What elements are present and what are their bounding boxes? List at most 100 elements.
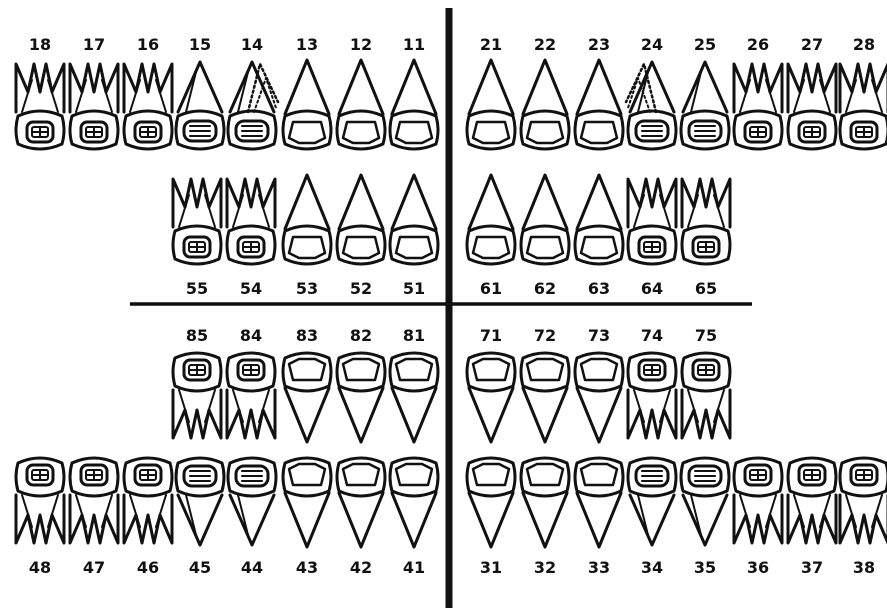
tooth-number-label: 74 (641, 326, 663, 345)
tooth-number-label: 15 (189, 35, 211, 54)
tooth-21[interactable] (467, 60, 515, 149)
tooth-number-label: 33 (588, 558, 610, 577)
tooth-number-label: 52 (350, 279, 372, 298)
tooth-12[interactable] (337, 60, 385, 149)
tooth-51[interactable] (390, 175, 438, 264)
tooth-17[interactable] (70, 64, 118, 149)
tooth-64[interactable] (628, 179, 676, 264)
tooth-28[interactable] (840, 64, 887, 149)
tooth-52[interactable] (337, 175, 385, 264)
tooth-71[interactable] (467, 353, 515, 442)
tooth-number-label: 81 (403, 326, 425, 345)
tooth-number-label: 65 (695, 279, 717, 298)
tooth-number-label: 61 (480, 279, 502, 298)
tooth-14[interactable] (228, 62, 278, 149)
tooth-45[interactable] (176, 458, 224, 545)
tooth-47[interactable] (70, 458, 118, 543)
tooth-18[interactable] (16, 64, 64, 149)
tooth-81[interactable] (390, 353, 438, 442)
tooth-number-label: 16 (137, 35, 159, 54)
tooth-44[interactable] (228, 458, 276, 545)
tooth-number-label: 21 (480, 35, 502, 54)
tooth-number-label: 75 (695, 326, 717, 345)
tooth-62[interactable] (521, 175, 569, 264)
tooth-41[interactable] (390, 458, 438, 547)
tooth-82[interactable] (337, 353, 385, 442)
tooth-25[interactable] (681, 62, 729, 149)
tooth-number-label: 35 (694, 558, 716, 577)
tooth-75[interactable] (682, 353, 730, 438)
tooth-55[interactable] (173, 179, 221, 264)
tooth-53[interactable] (283, 175, 331, 264)
tooth-42[interactable] (337, 458, 385, 547)
tooth-number-label: 36 (747, 558, 769, 577)
tooth-11[interactable] (390, 60, 438, 149)
tooth-22[interactable] (521, 60, 569, 149)
tooth-36[interactable] (734, 458, 782, 543)
tooth-number-label: 42 (350, 558, 372, 577)
tooth-number-label: 18 (29, 35, 51, 54)
tooth-number-label: 72 (534, 326, 556, 345)
tooth-number-label: 38 (853, 558, 875, 577)
tooth-37[interactable] (788, 458, 836, 543)
tooth-34[interactable] (628, 458, 676, 545)
tooth-number-label: 71 (480, 326, 502, 345)
tooth-33[interactable] (575, 458, 623, 547)
tooth-number-label: 43 (296, 558, 318, 577)
tooth-number-label: 62 (534, 279, 556, 298)
tooth-32[interactable] (521, 458, 569, 547)
tooth-number-label: 31 (480, 558, 502, 577)
tooth-number-label: 37 (801, 558, 823, 577)
tooth-26[interactable] (734, 64, 782, 149)
tooth-46[interactable] (124, 458, 172, 543)
tooth-63[interactable] (575, 175, 623, 264)
tooth-number-label: 54 (240, 279, 262, 298)
tooth-48[interactable] (16, 458, 64, 543)
tooth-number-label: 23 (588, 35, 610, 54)
tooth-number-label: 11 (403, 35, 425, 54)
tooth-number-label: 64 (641, 279, 663, 298)
tooth-number-label: 14 (241, 35, 263, 54)
tooth-38[interactable] (840, 458, 887, 543)
tooth-number-label: 45 (189, 558, 211, 577)
tooth-61[interactable] (467, 175, 515, 264)
tooth-84[interactable] (227, 353, 275, 438)
tooth-number-label: 34 (641, 558, 663, 577)
tooth-83[interactable] (283, 353, 331, 442)
tooth-number-label: 32 (534, 558, 556, 577)
tooth-number-label: 63 (588, 279, 610, 298)
tooth-number-label: 48 (29, 558, 51, 577)
tooth-72[interactable] (521, 353, 569, 442)
tooth-31[interactable] (467, 458, 515, 547)
tooth-number-label: 85 (186, 326, 208, 345)
tooth-number-label: 53 (296, 279, 318, 298)
tooth-number-label: 55 (186, 279, 208, 298)
tooth-number-label: 13 (296, 35, 318, 54)
tooth-number-label: 12 (350, 35, 372, 54)
tooth-number-label: 44 (241, 558, 263, 577)
tooth-number-label: 83 (296, 326, 318, 345)
tooth-number-label: 46 (137, 558, 159, 577)
tooth-65[interactable] (682, 179, 730, 264)
tooth-16[interactable] (124, 64, 172, 149)
tooth-35[interactable] (681, 458, 729, 545)
tooth-number-label: 17 (83, 35, 105, 54)
tooth-number-label: 84 (240, 326, 262, 345)
tooth-number-label: 26 (747, 35, 769, 54)
tooth-number-label: 82 (350, 326, 372, 345)
tooth-number-label: 28 (853, 35, 875, 54)
tooth-13[interactable] (283, 60, 331, 149)
tooth-27[interactable] (788, 64, 836, 149)
tooth-number-label: 27 (801, 35, 823, 54)
tooth-15[interactable] (176, 62, 224, 149)
tooth-number-label: 24 (641, 35, 663, 54)
tooth-74[interactable] (628, 353, 676, 438)
tooth-85[interactable] (173, 353, 221, 438)
tooth-number-label: 47 (83, 558, 105, 577)
tooth-54[interactable] (227, 179, 275, 264)
tooth-23[interactable] (575, 60, 623, 149)
tooth-43[interactable] (283, 458, 331, 547)
tooth-73[interactable] (575, 353, 623, 442)
tooth-24[interactable] (626, 62, 676, 149)
